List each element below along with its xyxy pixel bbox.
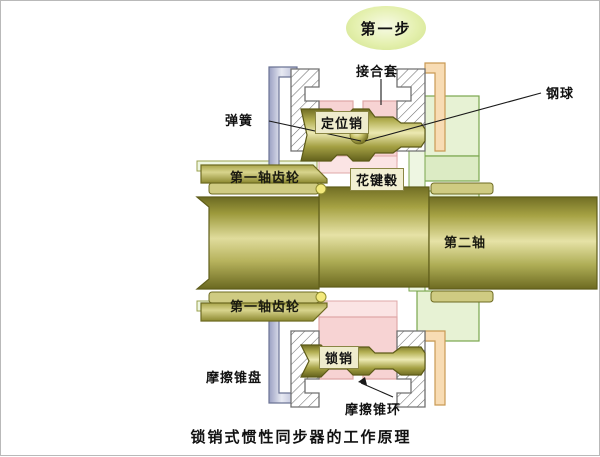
label-first-shaft-gear-bottom-text: 第一轴齿轮 — [230, 300, 301, 315]
leader-steel-ball — [364, 92, 542, 142]
label-friction-cone-ring: 摩擦锥环 — [345, 399, 401, 418]
figure-caption: 锁销式惯性同步器的工作原理 — [1, 426, 600, 447]
spline-hub-part — [318, 186, 430, 288]
step-badge: 第一步 — [346, 6, 426, 50]
label-lock-pin: 锁销 — [319, 346, 360, 369]
label-spline-hub: 花键毂 — [350, 168, 405, 191]
figure-caption-text: 锁销式惯性同步器的工作原理 — [190, 428, 412, 446]
leader-arrowhead-friction-cone-ring — [358, 377, 367, 385]
label-first-shaft-gear-top-text: 第一轴齿轮 — [230, 171, 301, 186]
label-lock-pin-text: 锁销 — [325, 352, 354, 367]
label-steel-ball-text: 钢球 — [546, 87, 575, 102]
label-locating-pin: 定位销 — [315, 111, 370, 134]
label-friction-cone-disc: 摩擦锥盘 — [206, 367, 262, 386]
label-spline-hub-text: 花键毂 — [356, 174, 399, 189]
label-locating-pin-text: 定位销 — [321, 117, 364, 132]
label-friction-cone-ring-text: 摩擦锥环 — [345, 403, 402, 418]
second-shaft-part — [428, 182, 598, 303]
label-second-shaft: 第二轴 — [444, 232, 486, 251]
label-sleeve-text: 接合套 — [356, 65, 399, 80]
label-first-shaft-gear-bottom: 第一轴齿轮 — [230, 296, 300, 315]
step-badge-label: 第一步 — [360, 19, 412, 38]
label-steel-ball: 钢球 — [546, 83, 574, 102]
label-spring-text: 弹簧 — [225, 114, 254, 129]
label-sleeve: 接合套 — [356, 61, 398, 80]
first-shaft-gear-top-shape — [200, 164, 328, 184]
first-shaft-part — [195, 182, 327, 304]
leader-friction-cone-ring — [360, 382, 394, 398]
label-second-shaft-text: 第二轴 — [444, 236, 487, 251]
label-friction-cone-disc-text: 摩擦锥盘 — [206, 371, 263, 386]
label-first-shaft-gear-top: 第一轴齿轮 — [230, 167, 300, 186]
label-spring: 弹簧 — [225, 110, 253, 129]
first-shaft-gear-bottom-shape — [200, 302, 328, 322]
